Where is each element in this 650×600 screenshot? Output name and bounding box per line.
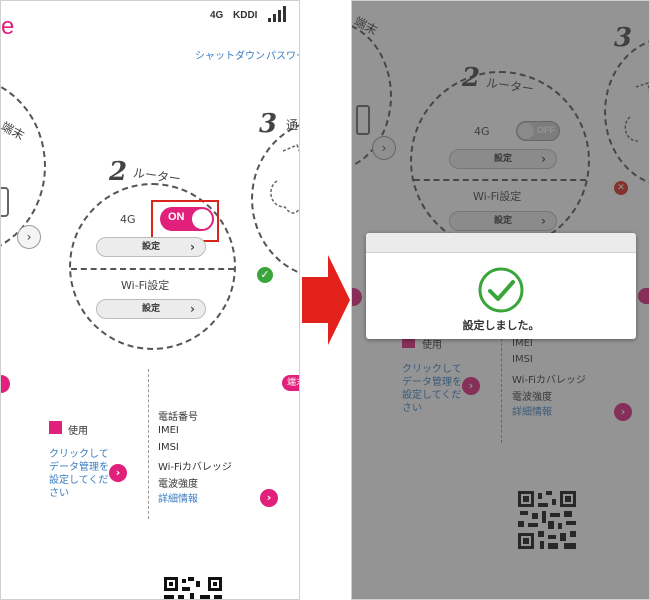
network-node-number: 3 [259,109,278,139]
chevron-right-icon: › [190,302,195,316]
lte-toggle-label: ON [168,211,185,223]
data-management-button[interactable]: › [109,464,127,482]
device-icon [356,105,370,135]
left-edge-button[interactable] [352,288,362,306]
device-tab[interactable] [638,288,649,304]
lte-toggle-label: OFF [537,125,555,135]
imsi-label: IMSI [158,442,179,453]
device-node-arrow-button[interactable]: › [17,225,41,249]
carrier-name: KDDI [233,10,258,21]
wifi-coverage-label: Wi-Fiカバレッジ [158,462,232,473]
data-management-link[interactable]: クリックして データ管理を 設定してくだ さい [49,448,109,500]
wifi-coverage-label: Wi-Fiカバレッジ [512,375,586,386]
click-text-line: さい [402,403,422,414]
cloud-illustration [624,82,649,142]
details-button[interactable]: › [260,489,278,507]
device-icon [1,187,9,217]
imei-label: IMEI [158,425,179,436]
details-link[interactable]: 詳細情報 [512,407,552,418]
toggle-knob [518,123,534,139]
lte-toggle[interactable]: ON [160,207,214,231]
wifi-settings-button[interactable]: 設定 › [449,211,557,231]
chevron-right-icon: › [190,240,195,254]
after-screen: 端末 › 2 ルーター 4G OFF 設定 › Wi-Fi設定 設定 › 3 ✕… [351,0,650,600]
chevron-right-icon: › [541,214,546,228]
password-link[interactable]: パスワー [266,51,299,62]
device-tab[interactable]: 端末 [282,375,299,391]
signal-strength-icon [268,6,286,22]
details-button[interactable]: › [614,403,632,421]
usage-color-swatch [49,421,62,434]
imei-label: IMEI [512,338,533,349]
wifi-settings-button[interactable]: 設定 › [96,299,206,319]
connected-check-icon: ✓ [257,267,273,283]
qr-code [518,491,576,549]
dialog-header [366,233,636,253]
section-divider [501,333,502,443]
network-type-indicator: 4G [210,10,224,21]
lte-label: 4G [120,213,136,226]
click-text-line: クリックして [402,364,462,375]
wifi-settings-label: Wi-Fi設定 [121,279,170,292]
lte-settings-button[interactable]: 設定 › [449,149,557,169]
click-text-line: データ管理を [49,462,109,473]
wifi-settings-button-label: 設定 [493,216,512,226]
toggle-knob [192,209,212,229]
left-edge-button[interactable] [1,375,10,393]
usage-label: 使用 [68,426,88,437]
lte-toggle[interactable]: OFF [516,121,560,141]
brand-logo: e [1,13,15,40]
network-node-title: 通 [286,118,299,132]
lte-settings-label: 設定 [141,242,160,252]
qr-code [164,577,222,599]
data-management-link[interactable]: クリックして データ管理を 設定してくだ さい [402,363,462,415]
wifi-settings-button-label: 設定 [141,304,160,314]
confirmation-dialog: 設定しました。 [366,233,636,339]
disconnected-x-icon: ✕ [614,181,628,195]
router-node-number: 2 [462,63,481,93]
click-text-line: さい [49,488,69,499]
router-node-number: 2 [109,157,128,187]
before-screen: e 4G KDDI シャットダウン パスワー 端末 › 2 ルーター 4G ON… [0,0,300,600]
details-link[interactable]: 詳細情報 [158,494,198,505]
phone-number-label: 電話番号 [158,412,198,423]
signal-strength-label: 電波強度 [158,479,198,490]
router-divider [71,268,234,270]
lte-settings-label: 設定 [493,154,512,164]
lte-settings-button[interactable]: 設定 › [96,237,206,257]
shutdown-link[interactable]: シャットダウン [195,51,265,62]
network-node-number: 3 [614,23,633,53]
device-node-arrow-button[interactable]: › [372,136,396,160]
click-text-line: 設定してくだ [402,390,462,401]
wifi-settings-label: Wi-Fi設定 [473,190,522,203]
imsi-label: IMSI [512,354,533,365]
click-text-line: クリックして [49,449,109,460]
chevron-right-icon: › [541,152,546,166]
click-text-line: 設定してくだ [49,475,109,486]
router-node-circle [69,183,236,350]
cloud-illustration [270,144,299,214]
success-check-icon [478,267,524,313]
router-divider [414,179,586,181]
dialog-message: 設定しました。 [462,319,540,332]
signal-strength-label: 電波強度 [512,392,552,403]
data-management-button[interactable]: › [462,377,480,395]
lte-label: 4G [474,125,490,138]
click-text-line: データ管理を [402,377,462,388]
transition-arrow-icon [302,255,350,345]
section-divider [148,369,149,519]
